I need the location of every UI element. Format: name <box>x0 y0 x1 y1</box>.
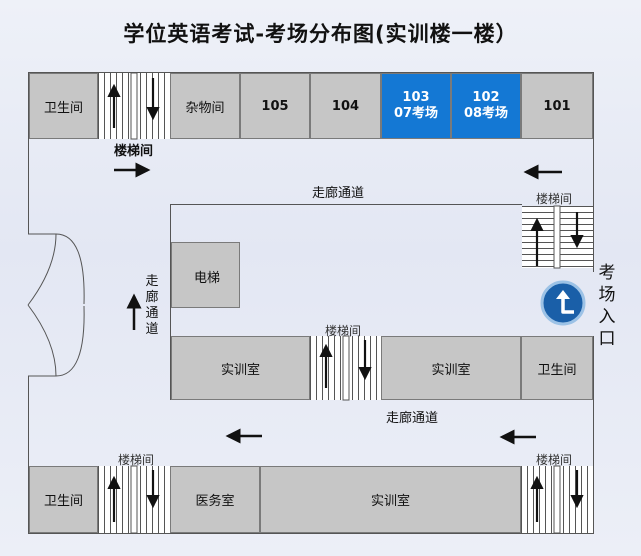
corridor-arrows <box>114 162 562 445</box>
room-104: 104 <box>310 73 381 139</box>
room-102-number: 102 <box>472 90 500 105</box>
inner-wall-left <box>170 204 171 400</box>
turn-arrow-icon <box>540 280 586 326</box>
training-room-bottom: 实训室 <box>260 466 521 533</box>
stairs-bottom-left-arrows <box>107 465 160 534</box>
outer-wall-right-upper <box>593 72 594 272</box>
stairs-top-left-label: 楼梯间 <box>114 144 154 159</box>
inner-wall-top <box>170 204 522 205</box>
stairs-bottom-right-label: 楼梯间 <box>536 453 573 467</box>
room-103-exam-label: 07考场 <box>393 106 439 121</box>
stairs-bottom-right-arrows <box>530 465 584 534</box>
entrance-label: 考场入口 <box>598 263 616 349</box>
stairs-mid-arrows <box>319 335 372 401</box>
left-door <box>27 233 85 377</box>
page-title: 学位英语考试-考场分布图(实训楼一楼） <box>123 22 518 46</box>
room-103-exam: 103 07考场 <box>381 73 451 139</box>
stairs-top-right-label: 楼梯间 <box>536 192 573 206</box>
corridor-top-label: 走廊通道 <box>312 186 365 201</box>
stairs-top-left-arrows <box>107 72 160 140</box>
clinic-room: 医务室 <box>170 466 260 533</box>
corridor-left-label: 走廊通道 <box>145 274 159 337</box>
room-102-exam: 102 08考场 <box>451 73 521 139</box>
stairs-bottom-left-label: 楼梯间 <box>118 453 155 467</box>
outer-wall-bottom <box>28 533 594 534</box>
wc-bottom-left: 卫生间 <box>29 466 98 533</box>
stairs-top-right-arrows <box>530 205 584 269</box>
outer-wall-left-upper <box>28 72 29 234</box>
corridor-bottom-label: 走廊通道 <box>386 411 439 426</box>
training-room-mid-right: 实训室 <box>381 336 521 400</box>
room-102-exam-label: 08考场 <box>463 106 509 121</box>
stairs-mid-label: 楼梯间 <box>325 324 362 338</box>
outer-wall-top <box>28 72 593 73</box>
room-105: 105 <box>240 73 310 139</box>
outer-wall-right-lower <box>593 336 594 534</box>
training-room-mid-left: 实训室 <box>171 336 310 400</box>
wc-top-left: 卫生间 <box>29 73 98 139</box>
outer-wall-left-lower <box>28 376 29 534</box>
room-101: 101 <box>521 73 593 139</box>
storage-room: 杂物间 <box>170 73 240 139</box>
wc-mid-right: 卫生间 <box>521 336 593 400</box>
elevator: 电梯 <box>171 242 240 308</box>
room-103-number: 103 <box>402 90 430 105</box>
